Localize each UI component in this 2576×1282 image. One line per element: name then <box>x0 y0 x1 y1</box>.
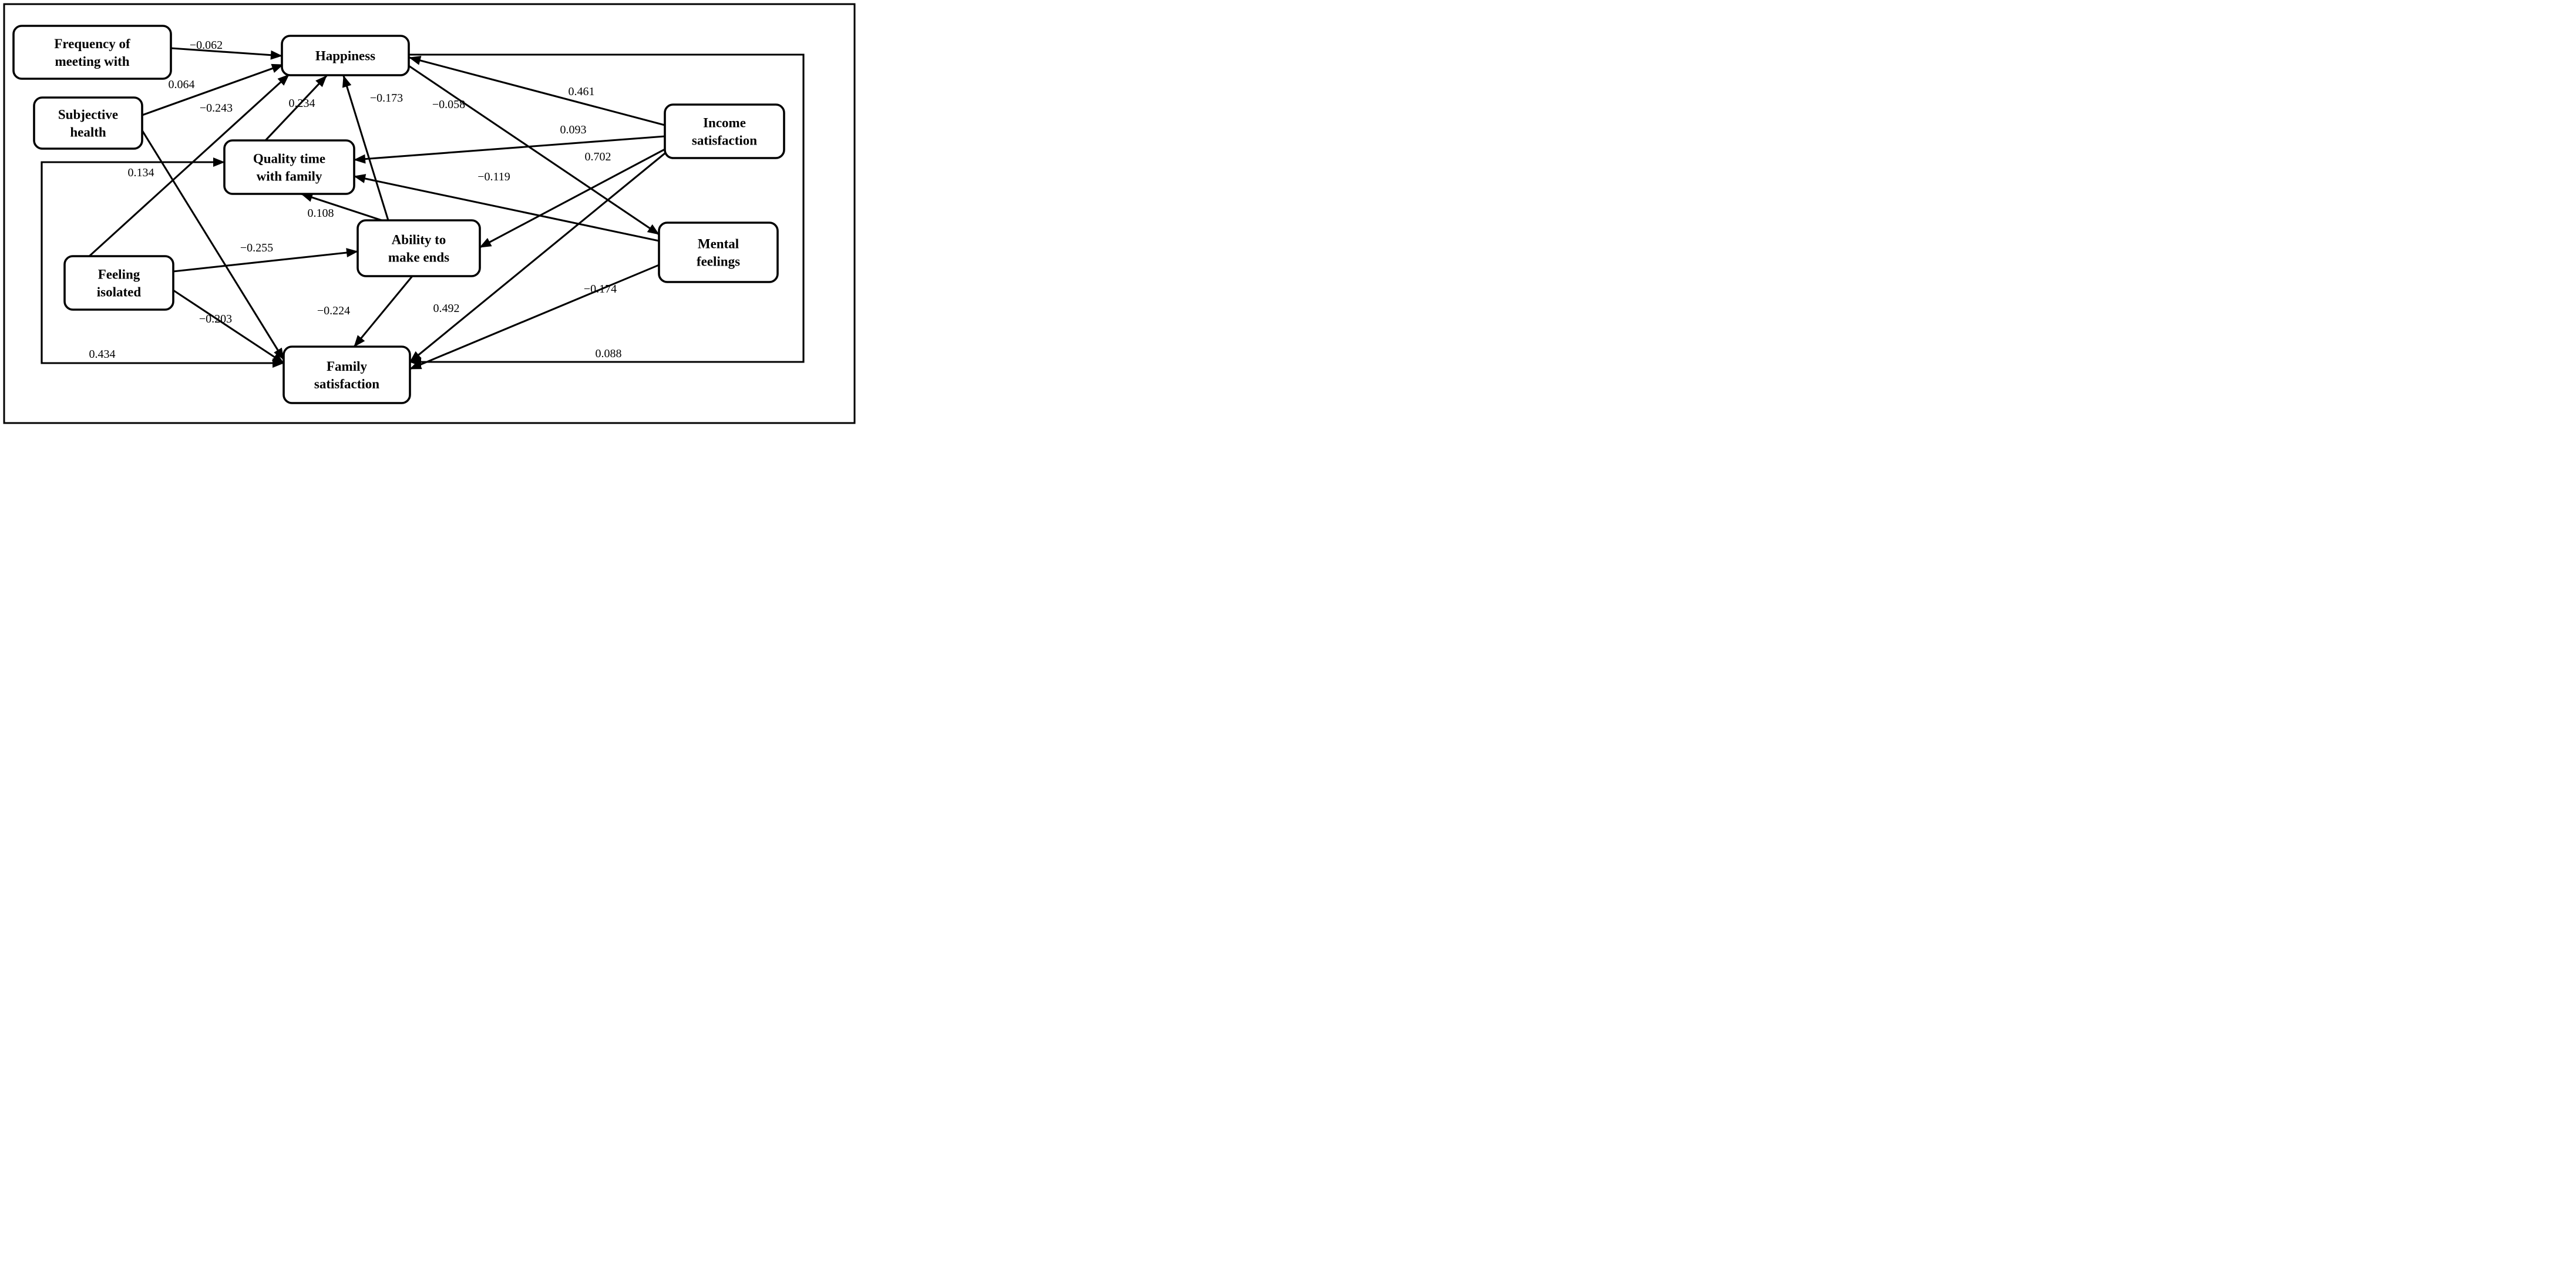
node-label-line: feelings <box>697 254 740 269</box>
edge-happiness-to-mental <box>408 65 660 236</box>
figure-border <box>3 3 856 424</box>
edge-freq-to-happiness <box>170 47 283 60</box>
node-label-line: Income <box>703 116 746 130</box>
edge-subjhealth-to-happiness <box>142 63 284 116</box>
edge-happiness-familysat-link <box>398 50 805 367</box>
node-box-frequency-of-meeting-with <box>12 25 172 80</box>
node-subjective-health: Subjective health <box>33 96 143 150</box>
node-ability-to-make-ends: Ability to make ends <box>357 219 481 277</box>
coefficient-label-income-to-familysat: 0.492 <box>433 302 460 315</box>
sem-path-diagram: −0.062 0.064 −0.243 0.234 −0.173 0.461 −0.058 0… <box>0 0 859 427</box>
coefficient-label-happiness-familysat-link: 0.088 <box>596 347 622 360</box>
node-label-happiness: Happiness <box>315 49 375 63</box>
node-label-line: with family <box>257 169 322 184</box>
node-label-line: isolated <box>97 285 142 300</box>
coefficient-label-ability-to-happiness: −0.173 <box>370 92 403 105</box>
edge-ability-to-qualitytime <box>301 193 382 222</box>
diagram-canvas: −0.062 0.064 −0.243 0.234 −0.173 0.461 −0.058 0… <box>3 3 856 424</box>
node-label-subjective-health: Subjective health <box>58 108 118 140</box>
coefficient-label-income-to-happiness: 0.461 <box>569 85 595 98</box>
coefficient-label-isolated-to-familysat: −0.203 <box>199 313 232 325</box>
coefficient-label-freq-to-happiness: −0.062 <box>190 39 223 52</box>
node-label-line: Subjective <box>58 108 118 122</box>
node-box-ability-to-make-ends <box>357 219 481 277</box>
edge-income-to-familysat <box>409 152 665 363</box>
node-income-satisfaction: Income satisfaction <box>664 103 785 159</box>
edge-qualitytime-to-happiness <box>264 75 328 142</box>
node-box-quality-time-with-family <box>223 139 355 195</box>
coefficient-label-ability-to-familysat: −0.224 <box>317 304 350 317</box>
node-label-line: meeting with <box>55 54 129 69</box>
node-box-subjective-health <box>33 96 143 150</box>
edge-subjhealth-to-familysat-elbow <box>41 162 284 368</box>
node-label-line: Quality time <box>253 152 325 166</box>
coefficient-label-isolated-to-happiness: −0.243 <box>200 102 233 115</box>
node-feeling-isolated: Feeling isolated <box>63 255 174 311</box>
node-label-line: Happiness <box>315 49 375 63</box>
node-happiness: Happiness <box>281 35 410 76</box>
node-family-satisfaction: Family satisfaction <box>283 345 411 404</box>
coefficient-label-ability-to-qualitytime: 0.108 <box>308 207 334 220</box>
edge-ability-to-happiness <box>342 75 389 221</box>
edge-subjhealth-to-familysat-diag <box>141 130 285 360</box>
node-label-line: Family <box>327 359 367 374</box>
edge-isolated-to-happiness <box>88 73 290 257</box>
node-label-line: make ends <box>388 250 449 265</box>
coefficient-label-subjhealth-to-familysat-elbow: 0.434 <box>89 348 116 361</box>
node-box-mental-feelings <box>658 222 779 283</box>
edge-isolated-to-ability <box>173 248 358 273</box>
node-quality-time-with-family: Quality time with family <box>223 139 355 195</box>
node-label-ability-to-make-ends: Ability to make ends <box>388 233 449 265</box>
edge-ability-to-familysat <box>353 276 413 347</box>
coefficient-label-qualitytime-to-happiness: 0.234 <box>289 97 315 110</box>
node-label-mental-feelings: Mental feelings <box>697 237 740 269</box>
edge-income-to-ability <box>479 148 665 249</box>
edge-isolated-to-familysat <box>173 289 284 364</box>
node-label-line: health <box>70 125 106 140</box>
node-label-line: Mental <box>698 237 739 251</box>
coefficient-label-subjhealth-to-qualitytime: 0.134 <box>128 166 154 179</box>
node-label-quality-time-with-family: Quality time with family <box>253 152 325 184</box>
coefficient-label-isolated-to-ability: −0.255 <box>240 241 273 254</box>
edge-income-to-qualitytime <box>354 135 665 164</box>
coefficient-label-mental-to-qualitytime: −0.119 <box>477 170 510 183</box>
node-mental-feelings: Mental feelings <box>658 222 779 283</box>
node-box-feeling-isolated <box>63 255 174 311</box>
node-label-line: Feeling <box>98 267 140 282</box>
node-box-happiness <box>281 35 410 76</box>
node-label-income-satisfaction: Income satisfaction <box>692 116 757 148</box>
coefficient-label-mental-to-familysat: −0.174 <box>584 283 617 296</box>
node-label-line: satisfaction <box>692 133 757 148</box>
coefficient-label-happiness-to-mental: −0.058 <box>432 98 465 111</box>
node-label-frequency-of-meeting-with: Frequency of meeting with <box>54 36 130 69</box>
node-label-feeling-isolated: Feeling isolated <box>97 267 142 300</box>
node-box-family-satisfaction <box>283 345 411 404</box>
node-box-income-satisfaction <box>664 103 785 159</box>
edge-income-to-happiness <box>409 56 665 126</box>
edge-mental-to-familysat <box>409 264 660 370</box>
node-label-line: Frequency of <box>54 36 130 51</box>
coefficient-label-subjhealth-to-happiness: 0.064 <box>169 78 195 91</box>
node-label-line: satisfaction <box>314 377 379 391</box>
node-label-family-satisfaction: Family satisfaction <box>314 359 379 391</box>
coefficient-label-income-to-ability: 0.702 <box>585 150 611 163</box>
node-frequency-of-meeting-with: Frequency of meeting with <box>12 25 172 80</box>
node-label-line: Ability to <box>392 233 446 247</box>
edge-layer: −0.062 0.064 −0.243 0.234 −0.173 0.461 −0.058 0… <box>41 39 805 370</box>
coefficient-label-income-to-qualitytime: 0.093 <box>560 123 587 136</box>
